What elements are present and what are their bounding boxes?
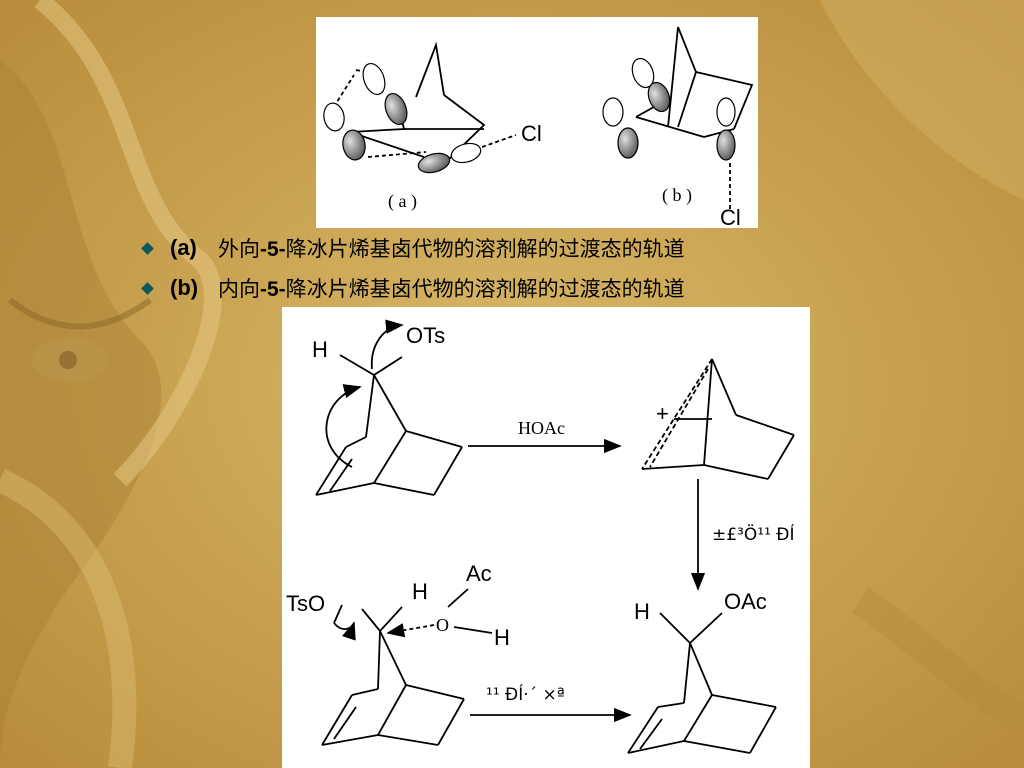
h-label-oh: H xyxy=(494,625,510,650)
reaction-scheme: H OTs HOAc + ±£³Ö¹¹ ÐÍ TsO H Ac O H ¹¹ Ð… xyxy=(282,307,810,768)
bullet-item-a: (a) 外向-5-降冰片烯基卤代物的溶剂解的过渡态的轨道 xyxy=(141,228,943,268)
oac-label: OAc xyxy=(724,589,767,614)
diamond-bullet-icon xyxy=(141,241,154,255)
h-label-product: H xyxy=(634,599,650,624)
bullet-label: (b) xyxy=(170,275,199,300)
bullet-label: (a) xyxy=(170,235,197,260)
bullet-text: 外向-5-降冰片烯基卤代物的溶剂解的过渡态的轨道 xyxy=(218,237,685,261)
ots-label: OTs xyxy=(406,323,445,348)
plus-label: + xyxy=(656,401,669,426)
label-a: ( a ) xyxy=(388,191,417,212)
label-b: ( b ) xyxy=(662,185,692,206)
tso-label: TsO xyxy=(286,591,325,616)
bullet-text: 内向-5-降冰片烯基卤代物的溶剂解的过渡态的轨道 xyxy=(218,277,685,301)
h-label-mid: H xyxy=(412,579,428,604)
reaction-condition-1: ±£³Ö¹¹ ÐÍ xyxy=(712,523,794,545)
diamond-bullet-icon xyxy=(141,281,154,295)
h-label-top: H xyxy=(312,337,328,362)
reaction-condition-2: ¹¹ ÐÍ·´ ×ª xyxy=(486,683,565,705)
orbital-figure: Cl ( a ) ( b ) Cl xyxy=(316,17,758,228)
ac-label: Ac xyxy=(466,561,492,586)
bullet-list: (a) 外向-5-降冰片烯基卤代物的溶剂解的过渡态的轨道 (b) 内向-5-降冰… xyxy=(141,228,943,308)
cl-label-a: Cl xyxy=(521,121,542,146)
o-label: O xyxy=(436,615,449,635)
cl-label-b: Cl xyxy=(720,205,741,228)
bullet-item-b: (b) 内向-5-降冰片烯基卤代物的溶剂解的过渡态的轨道 xyxy=(141,268,943,308)
hoac-label: HOAc xyxy=(518,418,565,438)
